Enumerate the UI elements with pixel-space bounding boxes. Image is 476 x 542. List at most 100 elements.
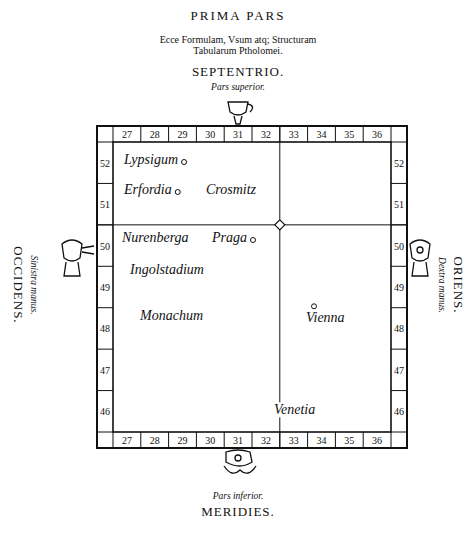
meridian-line xyxy=(279,126,280,448)
direction-note: Pars inferior. xyxy=(213,491,264,501)
scale-number: 47 xyxy=(100,364,110,375)
scale-divider xyxy=(97,349,113,350)
scale-divider xyxy=(363,126,364,142)
scale-divider xyxy=(307,126,308,142)
scale-divider xyxy=(113,126,114,142)
scale-divider xyxy=(307,432,308,448)
scale-divider xyxy=(97,142,113,143)
scale-divider xyxy=(391,126,392,142)
scale-number: 52 xyxy=(394,157,404,168)
scale-number: 27 xyxy=(122,129,132,140)
scale-number: 34 xyxy=(317,129,327,140)
scale-number: 32 xyxy=(261,435,271,446)
scale-number: 48 xyxy=(100,323,110,334)
town-marker xyxy=(182,160,187,165)
scale-divider xyxy=(140,126,141,142)
direction-label: OCCIDENS. xyxy=(11,246,25,323)
center-mark xyxy=(275,220,285,230)
town-marker xyxy=(251,238,256,243)
scale-number: 51 xyxy=(394,199,404,210)
scale-divider xyxy=(252,432,253,448)
city-name: Ingolstadium xyxy=(128,262,206,277)
wind-figure xyxy=(224,450,256,473)
scale-number: 51 xyxy=(100,199,110,210)
scale-number: 31 xyxy=(233,129,243,140)
city-name: Erfordia xyxy=(122,182,174,197)
scale-number: 52 xyxy=(100,157,110,168)
outer-frame xyxy=(97,126,407,448)
scale-divider xyxy=(113,432,114,448)
scale-divider xyxy=(391,307,407,308)
scale-number: 47 xyxy=(394,364,404,375)
scale-number: 33 xyxy=(289,129,299,140)
wind-figure xyxy=(410,240,430,276)
scale-number: 36 xyxy=(372,129,382,140)
city-name: Crosmitz xyxy=(204,182,258,197)
scale-number: 46 xyxy=(100,406,110,417)
scale-number: 48 xyxy=(394,323,404,334)
inner-frame xyxy=(113,142,391,432)
scale-divider xyxy=(168,432,169,448)
heading: PRIMA PARS xyxy=(190,9,285,23)
city-name: Monachum xyxy=(138,308,205,323)
scale-divider xyxy=(97,266,113,267)
scale-number: 50 xyxy=(100,240,110,251)
city-name: Nurenberga xyxy=(120,230,191,245)
subtitle: Ecce Formulam, Vsum atq; Structuram Tabu… xyxy=(143,34,333,56)
scale-divider xyxy=(97,390,113,391)
scale-divider xyxy=(391,349,407,350)
scale-divider xyxy=(363,432,364,448)
scale-number: 28 xyxy=(150,129,160,140)
scale-divider xyxy=(97,307,113,308)
direction-label: SEPTENTRIO. xyxy=(192,65,284,79)
scale-divider xyxy=(391,432,407,433)
scale-divider xyxy=(140,432,141,448)
scale-number: 28 xyxy=(150,435,160,446)
city-name: Lypsigum xyxy=(122,152,180,167)
scale-divider xyxy=(335,126,336,142)
scale-number: 35 xyxy=(344,435,354,446)
scale-number: 34 xyxy=(317,435,327,446)
scale-number: 30 xyxy=(205,129,215,140)
scale-divider xyxy=(196,432,197,448)
scale-number: 30 xyxy=(205,435,215,446)
scale-number: 46 xyxy=(394,406,404,417)
scale-number: 50 xyxy=(394,240,404,251)
scale-number: 33 xyxy=(289,435,299,446)
scale-divider xyxy=(224,126,225,142)
scale-number: 29 xyxy=(178,129,188,140)
wind-figure xyxy=(228,102,253,124)
scale-number: 49 xyxy=(100,282,110,293)
scale-divider xyxy=(391,142,407,143)
scale-divider xyxy=(224,432,225,448)
town-marker xyxy=(175,190,180,195)
scale-number: 27 xyxy=(122,435,132,446)
scale-divider xyxy=(196,126,197,142)
parallel-line xyxy=(97,224,407,225)
direction-label: ORIENS. xyxy=(451,256,465,313)
scale-divider xyxy=(391,432,392,448)
scale-divider xyxy=(391,390,407,391)
direction-note: Pars superior. xyxy=(211,82,265,92)
scale-divider xyxy=(168,126,169,142)
scale-number: 29 xyxy=(178,435,188,446)
city-name: Venetia xyxy=(272,402,317,417)
scale-number: 32 xyxy=(261,129,271,140)
scale-number: 49 xyxy=(394,282,404,293)
scale-divider xyxy=(97,432,113,433)
city-name: Vienna xyxy=(304,310,347,325)
direction-note: Sinistra manus. xyxy=(29,255,39,314)
town-marker xyxy=(312,304,317,309)
scale-divider xyxy=(335,432,336,448)
scale-divider xyxy=(252,126,253,142)
scale-number: 31 xyxy=(233,435,243,446)
scale-number: 36 xyxy=(372,435,382,446)
scale-divider xyxy=(391,266,407,267)
scale-divider xyxy=(97,183,113,184)
direction-label: MERIDIES. xyxy=(201,505,275,519)
scale-number: 35 xyxy=(344,129,354,140)
scale-divider xyxy=(391,183,407,184)
wind-figure xyxy=(62,240,94,276)
city-name: Praga xyxy=(210,230,249,245)
